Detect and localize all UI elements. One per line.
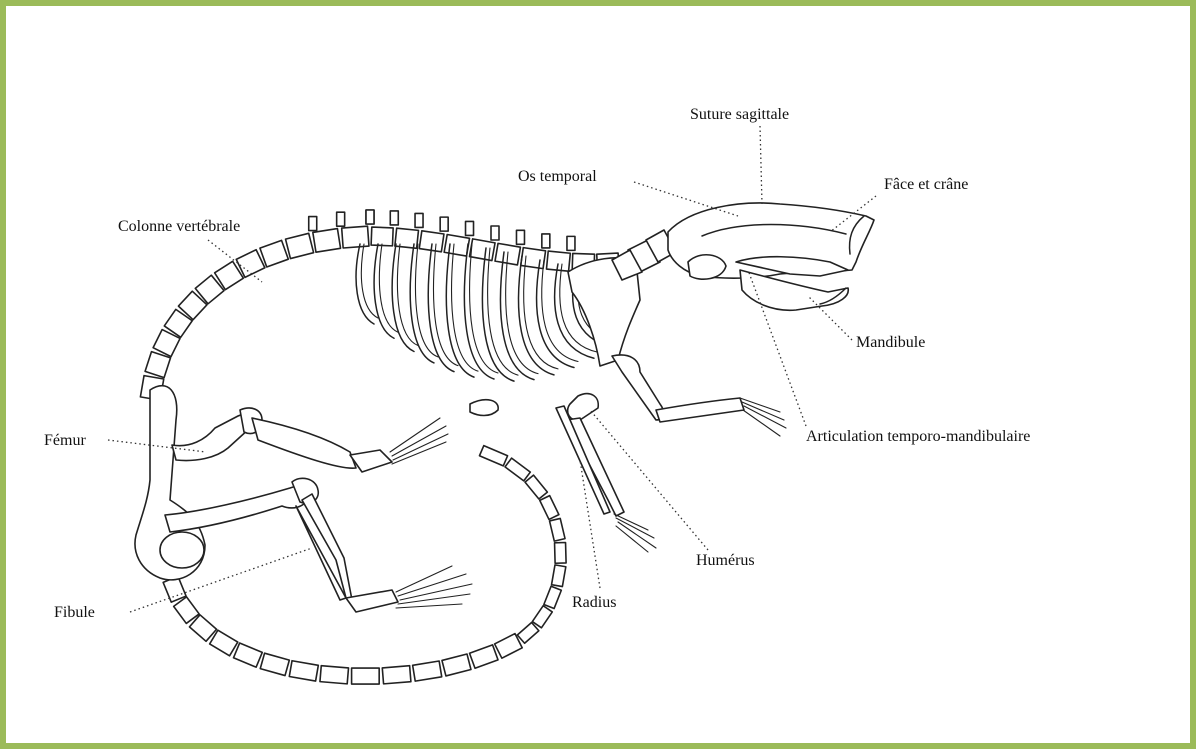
leader-os-temporal <box>634 182 738 216</box>
leader-suture-sagittale <box>760 126 762 204</box>
leader-radius <box>580 460 600 588</box>
label-femur: Fémur <box>44 432 86 450</box>
label-mandibule: Mandibule <box>856 334 925 352</box>
leader-colonne <box>208 240 262 282</box>
leader-femur <box>108 440 206 452</box>
label-humerus: Humérus <box>696 552 755 570</box>
leader-articulation <box>748 270 806 426</box>
label-os-temporal: Os temporal <box>518 168 597 186</box>
label-suture-sagittale: Suture sagittale <box>690 106 789 124</box>
label-radius: Radius <box>572 594 616 612</box>
leader-fibule <box>130 548 312 612</box>
label-articulation-temporo-mandibulaire: Articulation temporo-mandibulaire <box>806 428 1030 446</box>
label-fibule: Fibule <box>54 604 95 622</box>
label-face-crane: Fâce et crâne <box>884 176 968 194</box>
leader-face-crane <box>830 196 876 232</box>
label-colonne-vertebrale: Colonne vertébrale <box>118 218 240 236</box>
leader-mandibule <box>808 296 852 340</box>
leader-humerus <box>590 410 708 550</box>
